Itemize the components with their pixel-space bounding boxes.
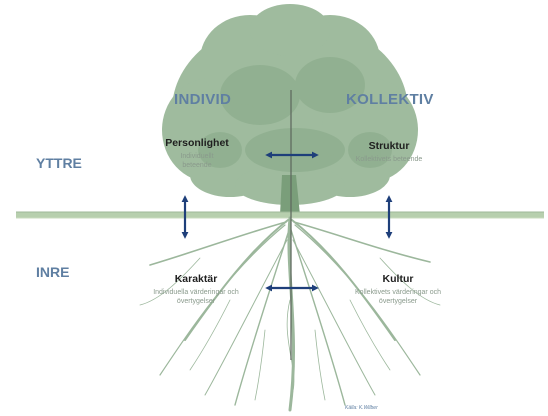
source-credit: Källa: K.Wilber bbox=[345, 405, 378, 411]
ground-strip bbox=[16, 211, 544, 219]
tree-roots bbox=[139, 216, 441, 412]
quadrant-title-kultur: Kultur bbox=[382, 273, 414, 285]
quadrant-title-struktur: Struktur bbox=[368, 140, 410, 152]
quadrant-subtitle-struktur: Kollektivets beteende bbox=[355, 156, 423, 163]
quadrant-subtitle-kultur: Kollektivets värderingar och övertygelse… bbox=[355, 289, 441, 305]
tree-trunk bbox=[280, 175, 300, 215]
quadrant-subtitle-personlighet: Individuellt beteende bbox=[180, 153, 214, 169]
quadrant-subtitle-karaktar: Individuella värderingar och övertygelse… bbox=[153, 289, 239, 305]
row-header-yttre: YTTRE bbox=[36, 155, 82, 171]
column-header-individ: INDIVID bbox=[174, 91, 232, 108]
column-header-kollektiv: KOLLEKTIV bbox=[346, 91, 434, 108]
quadrant-title-personlighet: Personlighet bbox=[165, 137, 229, 149]
tree-crown-shading bbox=[198, 57, 392, 172]
quadrant-title-karaktar: Karaktär bbox=[174, 273, 218, 285]
row-header-inre: INRE bbox=[36, 264, 70, 280]
